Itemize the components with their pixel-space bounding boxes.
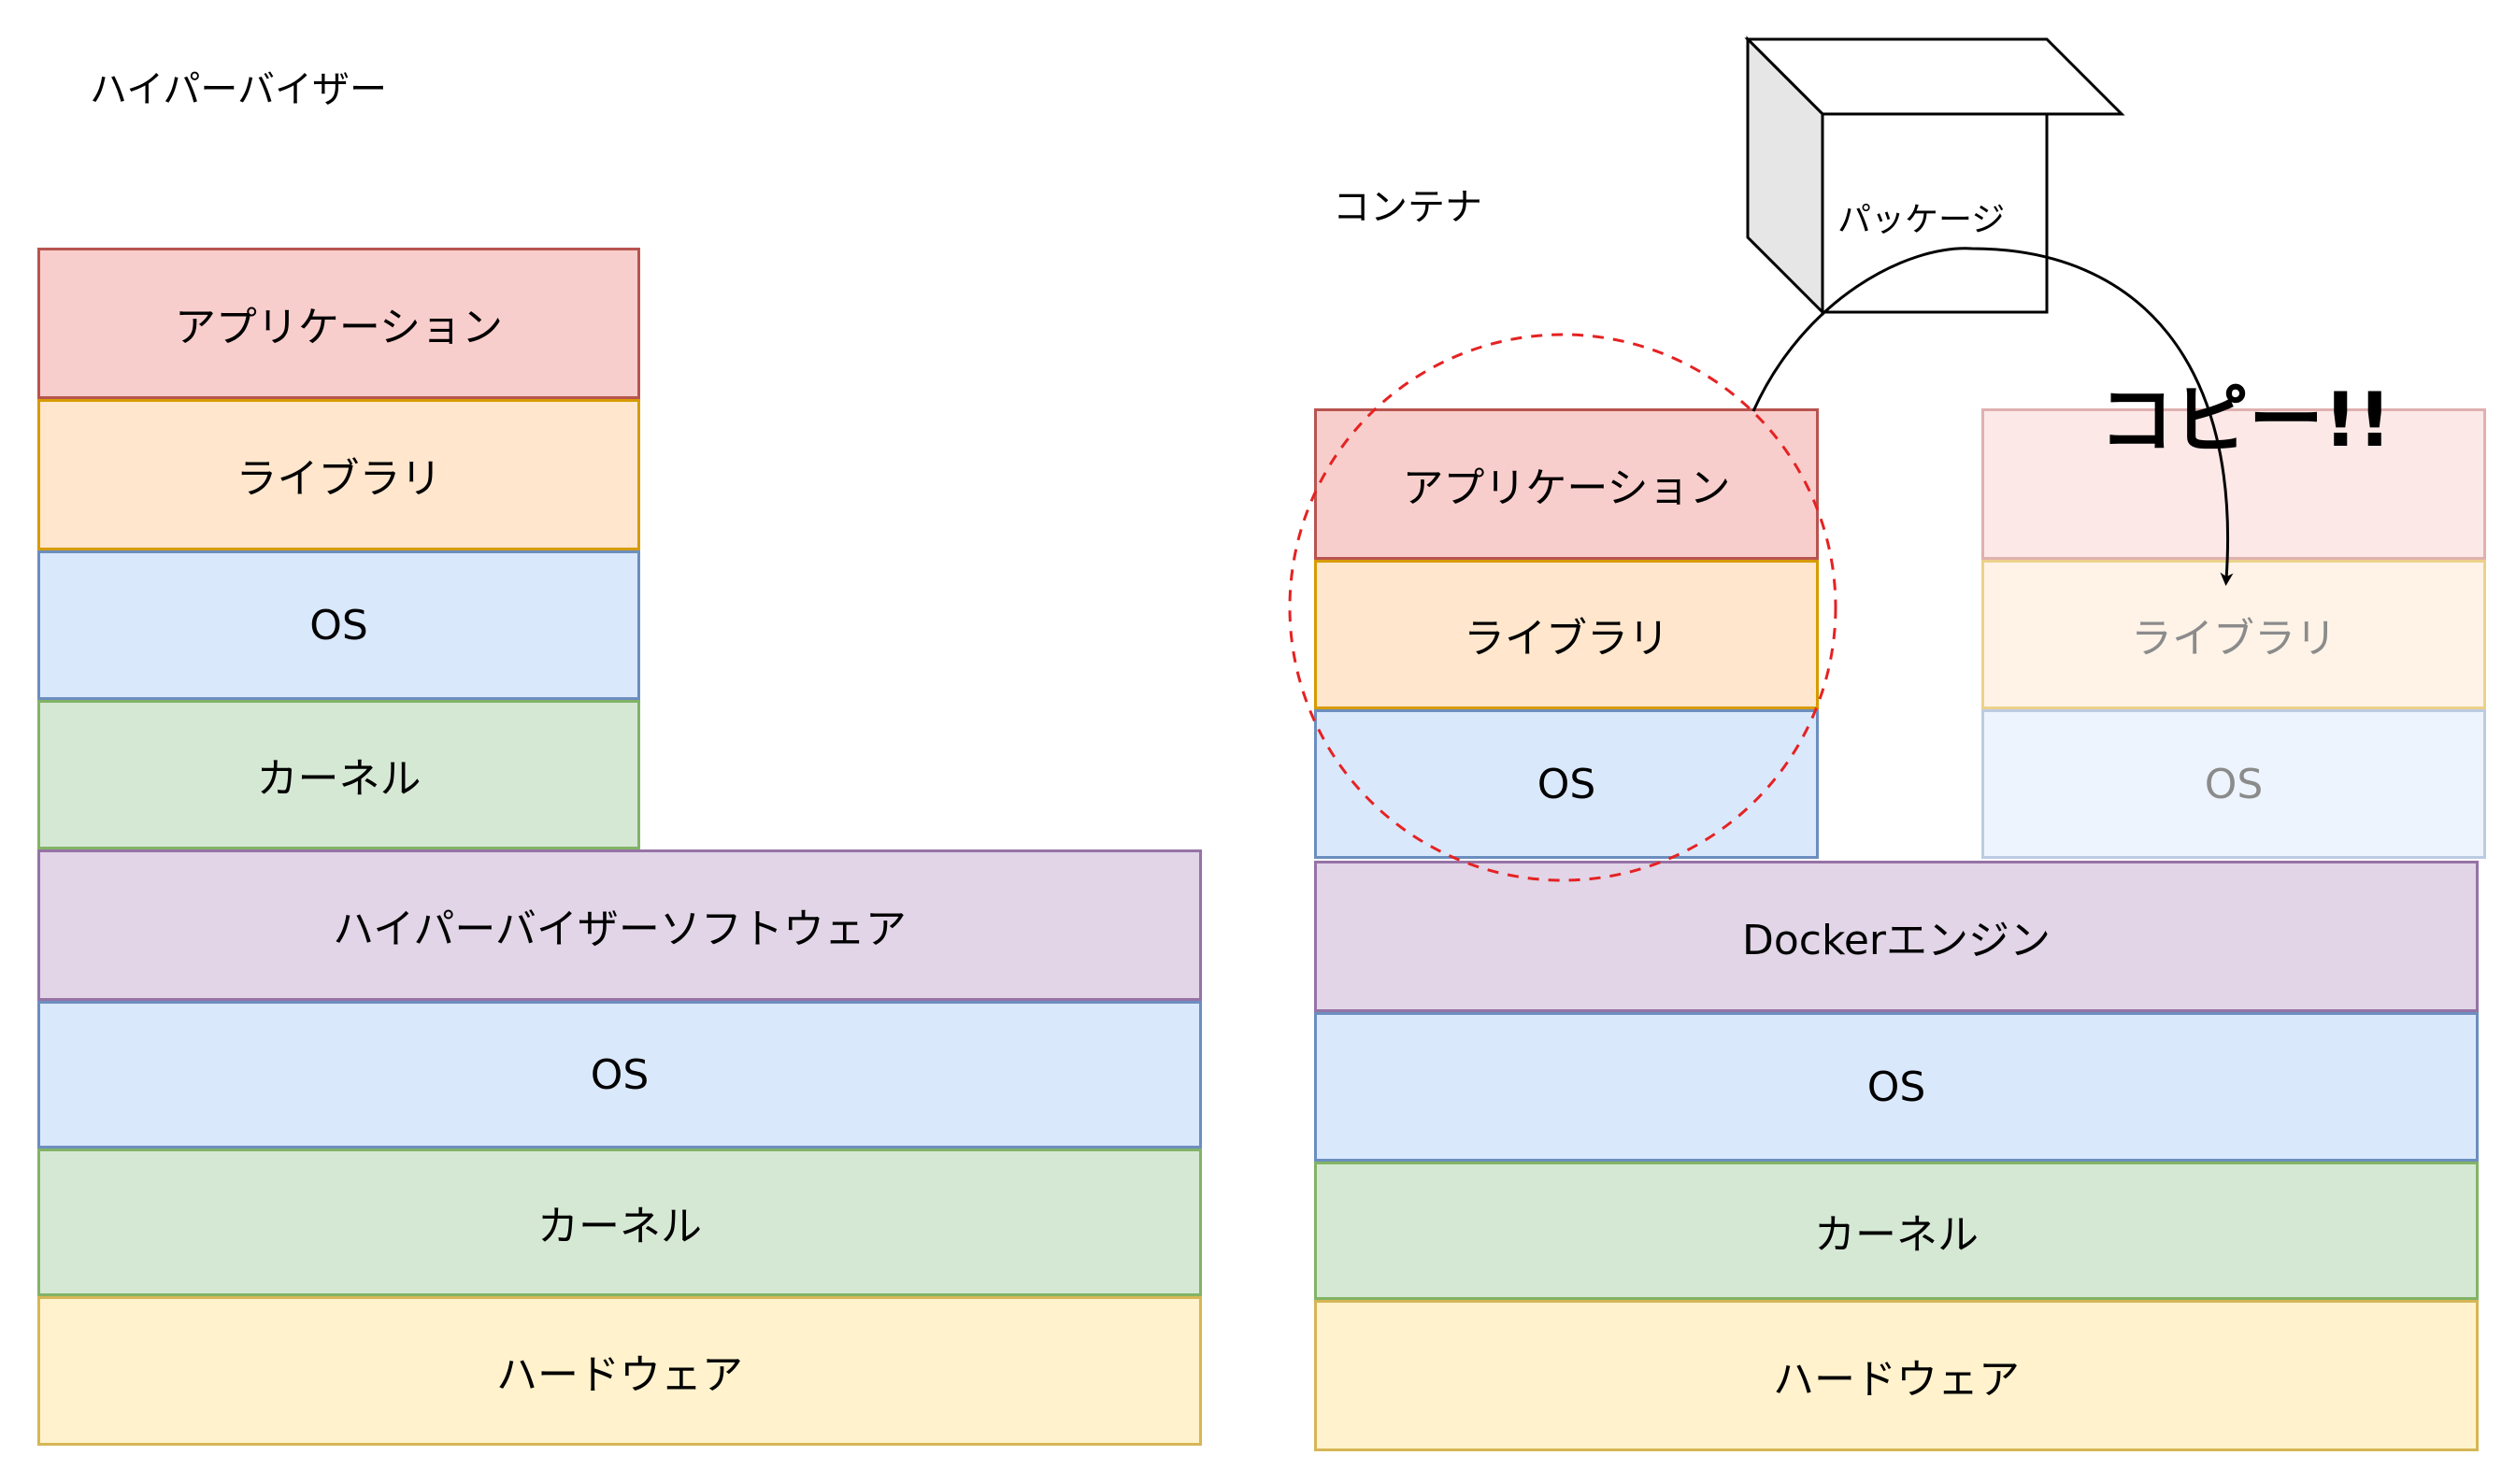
hypervisor-title: ハイパーバイザー xyxy=(90,68,387,111)
hv-library-layer: ライブラリ xyxy=(37,399,640,550)
hv-hypervisor-software-layer: ハイパーバイザーソフトウェア xyxy=(37,849,1202,1001)
copy-library-layer: ライブラリ xyxy=(1981,560,2486,709)
ct-hardware-layer: ハードウェア xyxy=(1314,1300,2479,1451)
copy-label: コピー!! xyxy=(2099,377,2392,464)
hv-host-kernel-layer: カーネル xyxy=(37,1149,1202,1296)
package-label: パッケージ xyxy=(1837,201,2006,239)
hv-guest-kernel-layer: カーネル xyxy=(37,700,640,849)
ct-library-layer: ライブラリ xyxy=(1314,560,1819,709)
hv-guest-os-layer: OS xyxy=(37,550,640,700)
hv-hardware-layer: ハードウェア xyxy=(37,1296,1202,1446)
ct-application-layer: アプリケーション xyxy=(1314,408,1819,560)
ct-docker-engine-layer: Dockerエンジン xyxy=(1314,861,2479,1012)
ct-os-layer: OS xyxy=(1314,709,1819,859)
package-cube-icon xyxy=(1744,36,2125,316)
highlight-circle xyxy=(1288,333,1837,882)
copy-application-layer xyxy=(1981,408,2486,560)
copy-arrow xyxy=(1751,247,2234,586)
hv-host-os-layer: OS xyxy=(37,1001,1202,1149)
ct-host-kernel-layer: カーネル xyxy=(1314,1162,2479,1300)
copy-os-layer: OS xyxy=(1981,709,2486,859)
ct-host-os-layer: OS xyxy=(1314,1012,2479,1162)
container-title: コンテナ xyxy=(1333,186,1482,229)
hv-application-layer: アプリケーション xyxy=(37,248,640,399)
